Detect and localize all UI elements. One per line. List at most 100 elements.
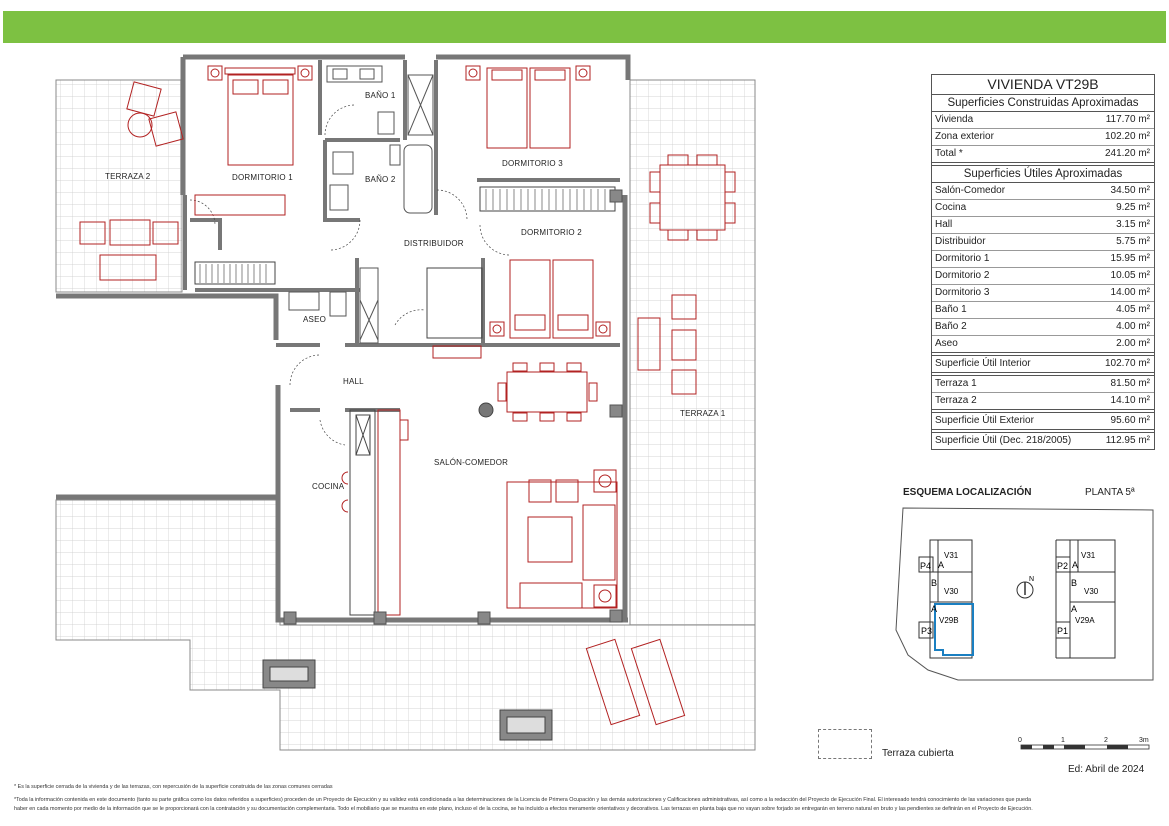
row-value: 14.00 m²	[1110, 287, 1150, 298]
divider	[932, 163, 1154, 166]
terraza-1-furniture	[585, 154, 736, 726]
dormitorio-3-beds	[465, 65, 591, 149]
row-label: Dormitorio 2	[935, 270, 990, 281]
table-row: Cocina 9.25 m²	[932, 200, 1154, 217]
left-p3: P3	[921, 626, 932, 636]
header-bar	[3, 11, 1166, 43]
location-scheme: P4 A V31 B V30 A V29B P3 N P2 A V31 B V3…	[895, 507, 1154, 681]
left-a2: A	[931, 604, 937, 614]
column-marker	[478, 402, 494, 418]
right-b: B	[1071, 578, 1077, 588]
row-label: Dormitorio 1	[935, 253, 990, 264]
label-bano-1: BAÑO 1	[365, 91, 396, 100]
label-terraza-2: TERRAZA 2	[105, 172, 151, 181]
covered-terrace-label: Terraza cubierta	[882, 748, 954, 759]
divider	[932, 373, 1154, 376]
terraza-1-floor	[629, 79, 756, 626]
table-row: Vivienda 117.70 m²	[932, 112, 1154, 129]
planters	[262, 659, 553, 741]
left-v31: V31	[944, 551, 959, 560]
row-label: Zona exterior	[935, 131, 994, 142]
construidas-header: Superficies Construidas Aproximadas	[932, 95, 1154, 112]
kitchen-counter	[341, 409, 409, 616]
kitchen-units	[349, 409, 376, 616]
row-label: Hall	[935, 219, 953, 230]
interior-floor	[185, 60, 628, 620]
dormitorio-2-beds	[489, 259, 611, 339]
scale-bar: 0 1 2 3m	[1018, 737, 1150, 750]
row-label: Terraza 1	[935, 378, 977, 389]
building-outline	[895, 507, 1154, 681]
table-row: Dormitorio 1 15.95 m²	[932, 251, 1154, 268]
table-row: Terraza 1 81.50 m²	[932, 376, 1154, 393]
row-value: 81.50 m²	[1110, 378, 1150, 389]
right-block	[1055, 539, 1116, 659]
right-v29a: V29A	[1075, 616, 1095, 625]
edition-date: Ed: Abril de 2024	[1068, 764, 1145, 775]
footnote-3: haber en cada momento por medio de la in…	[14, 806, 1033, 812]
left-p4: P4	[920, 561, 931, 571]
right-p2: P2	[1057, 561, 1068, 571]
row-label: Salón-Comedor	[935, 185, 1006, 196]
row-value: 4.00 m²	[1116, 321, 1150, 332]
row-label: Superficie Útil (Dec. 218/2005)	[935, 435, 1072, 446]
row-value: 9.25 m²	[1116, 202, 1150, 213]
label-aseo: ASEO	[303, 315, 326, 324]
unit-title: VIVIENDA VT29B	[932, 75, 1154, 95]
table-row: Total *241.20 m²	[932, 146, 1154, 163]
scale-tick-0: 0	[1018, 737, 1022, 744]
label-hall: HALL	[343, 377, 364, 386]
terraza-2-furniture	[79, 81, 184, 281]
row-label: Terraza 2	[935, 395, 977, 406]
divider	[932, 410, 1154, 413]
row-value: 14.10 m²	[1110, 395, 1150, 406]
row-label: Vivienda	[935, 114, 974, 125]
decreto-total-row: Superficie Útil (Dec. 218/2005) 112.95 m²	[932, 433, 1154, 450]
row-value: 117.70 m²	[1105, 114, 1150, 125]
row-label: Baño 1	[935, 304, 967, 315]
footnote-1: * Es la superficie cerrada de la viviend…	[14, 784, 333, 790]
label-dormitorio-1: DORMITORIO 1	[232, 173, 293, 182]
left-b: B	[931, 578, 937, 588]
row-value: 2.00 m²	[1116, 338, 1150, 349]
utiles-header: Superficies Útiles Aproximadas	[932, 166, 1154, 183]
bano-2-fixtures	[329, 144, 433, 214]
table-row: Baño 2 4.00 m²	[932, 319, 1154, 336]
footnote-2: *Toda la información contenida en este d…	[14, 797, 1032, 803]
scale-tick-1: 1	[1061, 737, 1065, 744]
label-cocina: COCINA	[312, 482, 345, 491]
door-swings	[189, 104, 511, 446]
exterior-walls	[56, 54, 631, 623]
table-row: Baño 1 4.05 m²	[932, 302, 1154, 319]
dormitorio-1-closet	[194, 261, 276, 285]
location-title: ESQUEMA LOCALIZACIÓN	[903, 487, 1032, 498]
row-value: 10.05 m²	[1110, 270, 1150, 281]
scale-tick-2: 2	[1104, 737, 1108, 744]
label-salon: SALÓN-COMEDOR	[434, 458, 508, 467]
north-label: N	[1029, 576, 1034, 583]
row-value: 15.95 m²	[1110, 253, 1150, 264]
living-furniture	[506, 469, 618, 609]
row-label: Total *	[935, 148, 963, 159]
row-label: Superficie Útil Exterior	[935, 415, 1034, 426]
row-value: 102.70 m²	[1104, 358, 1150, 369]
row-label: Aseo	[935, 338, 958, 349]
bano-1-fixtures	[326, 65, 434, 136]
row-label: Cocina	[935, 202, 967, 213]
dormitorio-1-desk	[194, 194, 286, 216]
right-v31: V31	[1081, 551, 1096, 560]
right-v30: V30	[1084, 587, 1099, 596]
left-a1: A	[938, 560, 944, 570]
row-label: Baño 2	[935, 321, 967, 332]
floor-label: PLANTA 5ª	[1085, 487, 1135, 498]
table-row: Dormitorio 2 10.05 m²	[932, 268, 1154, 285]
label-distribuidor: DISTRIBUIDOR	[404, 239, 464, 248]
dining-table	[497, 362, 598, 422]
right-a1: A	[1072, 560, 1078, 570]
floor-plan: TERRAZA 2 DORMITORIO 1 BAÑO 1 BAÑO 2 DOR…	[55, 54, 756, 751]
row-value: 112.95 m²	[1105, 435, 1150, 446]
row-value: 4.05 m²	[1116, 304, 1150, 315]
